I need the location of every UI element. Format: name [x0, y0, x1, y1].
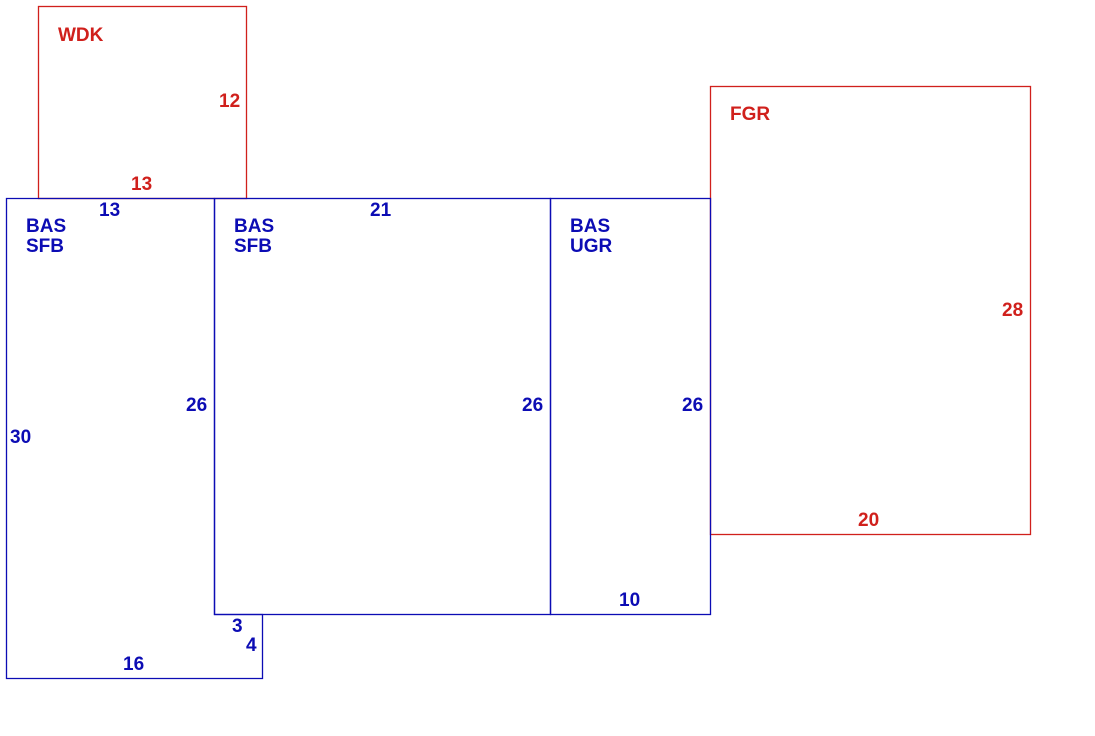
bas-right-outline: [549, 197, 712, 616]
bas-right-south-dimension: 10: [619, 590, 640, 611]
fgr-area-code: FGR: [730, 104, 770, 125]
bas-left-step-top-dimension: 3: [232, 616, 243, 637]
bas-left-code-line1: BAS: [26, 216, 66, 237]
bas-right-code-line1: BAS: [570, 216, 610, 237]
bas-right-area: BAS UGR 26 10: [549, 197, 712, 616]
bas-left-outline: [5, 197, 264, 680]
fgr-outline: [709, 85, 1032, 536]
fgr-south-dimension: 20: [858, 510, 879, 531]
bas-left-area: BAS SFB 13 30 26 16 3 4: [5, 197, 264, 680]
fgr-east-dimension: 28: [1002, 300, 1023, 321]
bas-left-code-line2: SFB: [26, 236, 64, 257]
bas-left-north-dimension: 13: [99, 200, 120, 221]
bas-mid-outline: [213, 197, 552, 616]
bas-mid-code-line2: SFB: [234, 236, 272, 257]
wdk-south-dimension: 13: [131, 174, 152, 195]
bas-left-south-dimension: 16: [123, 654, 144, 675]
bas-left-step-side-dimension: 4: [246, 635, 257, 656]
bas-mid-area: BAS SFB 21 26: [213, 197, 552, 616]
bas-mid-code-line1: BAS: [234, 216, 274, 237]
bas-mid-north-dimension: 21: [370, 200, 392, 221]
wdk-area-code: WDK: [58, 25, 104, 46]
fgr-area: FGR 28 20: [709, 85, 1032, 536]
bas-left-west-dimension: 30: [10, 427, 31, 448]
bas-right-east-dimension: 26: [682, 395, 703, 416]
wdk-area: WDK 12 13: [37, 5, 248, 200]
wdk-east-dimension: 12: [219, 91, 240, 112]
bas-mid-east-dimension: 26: [522, 395, 543, 416]
bas-right-code-line2: UGR: [570, 236, 613, 257]
bas-left-east-dimension: 26: [186, 395, 207, 416]
